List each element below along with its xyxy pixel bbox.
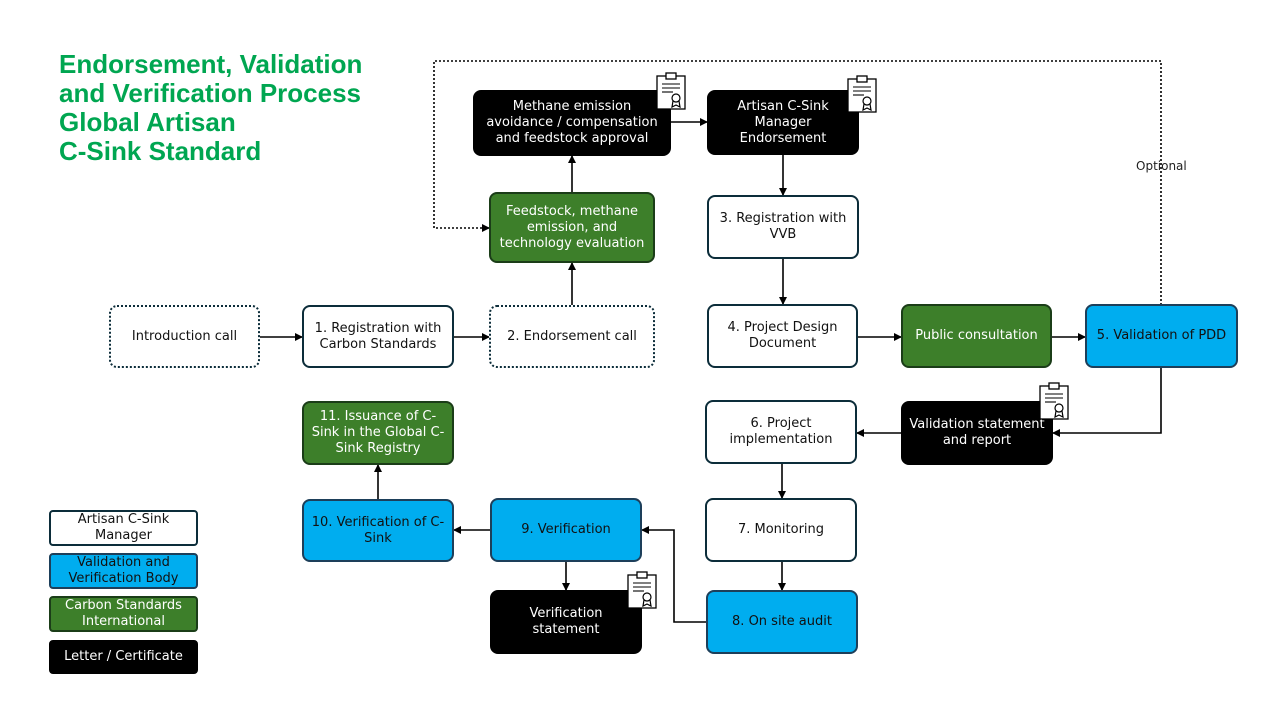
node-project-design-document: 4. Project Design Document [707,304,858,368]
page-title: Endorsement, Validation and Verification… [59,50,362,166]
certificate-icon [847,75,877,113]
node-validation-pdd: 5. Validation of PDD [1085,304,1238,368]
optional-dotted-loop [433,60,1162,305]
node-methane-approval: Methane emission avoidance / compensatio… [473,90,671,156]
title-line-4: C-Sink Standard [59,136,262,166]
node-verification-csink: 10. Verification of C-Sink [302,499,454,562]
title-line-2: and Verification Process [59,78,362,108]
legend-csi: Carbon Standards International [49,596,198,632]
node-issuance-registry: 11. Issuance of C-Sink in the Global C-S… [302,401,454,465]
optional-label: Optional [1136,159,1187,173]
node-validation-statement: Validation statement and report [901,401,1053,465]
node-public-consultation: Public consultation [901,304,1052,368]
title-line-1: Endorsement, Validation [59,49,363,79]
node-feedstock-evaluation: Feedstock, methane emission, and technol… [489,192,655,263]
node-endorsement-call: 2. Endorsement call [489,305,655,368]
node-registration-vvb: 3. Registration with VVB [707,195,859,259]
node-onsite-audit: 8. On site audit [706,590,858,654]
node-introduction-call: Introduction call [109,305,260,368]
node-manager-endorsement: Artisan C-Sink Manager Endorsement [707,90,859,155]
node-monitoring: 7. Monitoring [705,498,857,562]
legend-vvb: Validation and Verification Body [49,553,198,589]
certificate-icon [1039,382,1069,420]
arrow-validation-to-statement [1052,368,1162,437]
node-verification: 9. Verification [490,498,642,562]
node-verification-statement: Verification statement [490,590,642,654]
certificate-icon [656,72,686,110]
node-registration-carbon-standards: 1. Registration with Carbon Standards [302,305,454,368]
legend-letter: Letter / Certificate [49,640,198,674]
title-line-3: Global Artisan [59,107,236,137]
node-project-implementation: 6. Project implementation [705,400,857,464]
legend-manager: Artisan C-Sink Manager [49,510,198,546]
certificate-icon [627,571,657,609]
arrow-audit-to-verification [641,526,706,623]
